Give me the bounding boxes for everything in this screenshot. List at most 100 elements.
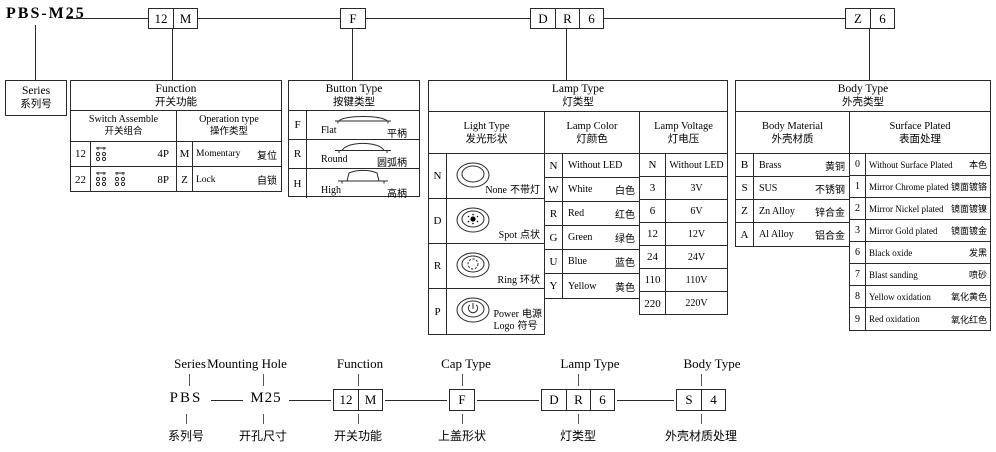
example-code-box-function: 12 M <box>333 389 383 411</box>
surface-row: 0 Without Surface Plated 本色 <box>850 154 990 176</box>
code-cell: 4 <box>701 390 725 410</box>
pointer-tick <box>186 414 187 424</box>
part-number-title: PBS-M25 <box>6 5 86 22</box>
flat-cap-icon <box>335 115 391 123</box>
example-zh-function: 开关功能 <box>333 429 382 443</box>
code-cell: R <box>566 390 590 410</box>
example-zh-series: 系列号 <box>167 429 204 443</box>
button-type-code: F <box>289 111 307 139</box>
lamp-title-zh: 灯类型 <box>562 97 594 108</box>
top-code-box-cap: F <box>340 8 366 29</box>
surface-zh: 发黑 <box>968 248 987 258</box>
surface-en: Yellow oxidation <box>869 291 931 302</box>
lamp-color-column: Lamp Color 灯颜色 N Without LED W White 白色 … <box>544 111 640 299</box>
lamp-color-hdr-zh: 灯颜色 <box>576 133 608 145</box>
light-type-en: None <box>485 184 507 196</box>
code-cell: M <box>358 390 382 410</box>
pointer-tick <box>263 414 264 424</box>
surface-en: Mirror Gold plated <box>869 225 938 236</box>
lamp-color-code: R <box>545 202 563 225</box>
lamp-color-code: W <box>545 178 563 201</box>
assemble-row: 12 4P <box>71 142 176 167</box>
example-label-series: Series <box>174 356 206 371</box>
lamp-voltage-code: 3 <box>640 177 666 199</box>
lamp-spot-icon <box>456 207 490 233</box>
button-type-en: High <box>321 184 341 196</box>
operation-en: Lock <box>196 174 216 185</box>
lamp-color-zh: 白色 <box>615 186 635 197</box>
light-type-hdr-en: Light Type <box>463 120 510 132</box>
surface-plated-column: Surface Plated 表面处理 0 Without Surface Pl… <box>849 111 991 331</box>
pointer-tick <box>578 374 579 386</box>
high-cap-icon <box>338 169 388 183</box>
lamp-voltage-label: 220V <box>685 298 708 309</box>
lamp-voltage-column: Lamp Voltage 灯电压 N Without LED 3 3V 6 6V… <box>639 111 728 315</box>
light-type-en: Power <box>493 309 519 320</box>
example-dash <box>289 400 331 401</box>
code-cell: M <box>173 9 197 28</box>
assemble-label: 8P <box>157 173 169 186</box>
surface-code: 1 <box>850 176 866 197</box>
code-cell: Z <box>854 10 862 26</box>
body-material-zh: 不锈钢 <box>815 184 845 196</box>
body-material-zh: 黄铜 <box>825 161 845 173</box>
surface-en: Mirror Nickel plated <box>869 203 944 214</box>
surface-code: 9 <box>850 308 866 330</box>
lamp-voltage-hdr-en: Lamp Voltage <box>654 120 713 132</box>
operation-zh: 复位 <box>257 150 277 162</box>
lamp-voltage-code: 220 <box>640 292 666 315</box>
surface-zh: 镜面镀铬 <box>950 182 987 192</box>
operation-row: Z Lock 自锁 <box>177 167 281 192</box>
surface-code: 6 <box>850 242 866 263</box>
lamp-voltage-row: 24 24V <box>640 246 727 269</box>
lamp-color-code: G <box>545 226 563 249</box>
surface-hdr-zh: 表面处理 <box>899 133 941 145</box>
example-zh-mounting-hole: 开孔尺寸 <box>238 429 287 443</box>
lamp-voltage-label: 110V <box>685 274 708 286</box>
surface-code: 7 <box>850 264 866 285</box>
series-box: Series 系列号 <box>5 80 67 116</box>
button-type-zh: 圆弧柄 <box>377 158 407 169</box>
button-type-code: H <box>289 169 307 198</box>
body-material-code: A <box>736 223 754 246</box>
light-type-hdr-zh: 发光形状 <box>465 133 508 145</box>
light-type-en: Ring <box>497 274 517 286</box>
lamp-voltage-row: N Without LED <box>640 154 727 177</box>
pointer-tick <box>189 374 190 386</box>
lamp-drop-line <box>566 29 567 80</box>
switch-assemble-hdr-en: Switch Assemble <box>88 114 159 125</box>
surface-row: 2 Mirror Nickel plated 镜面镀镍 <box>850 198 990 220</box>
button-type-zh: 平柄 <box>387 128 407 140</box>
light-type-en: Spot <box>498 229 517 241</box>
light-type-en2: Logo <box>493 320 515 332</box>
pointer-tick <box>701 374 702 386</box>
example-label-body-type: Body Type <box>683 356 741 371</box>
lamp-voltage-code: 110 <box>640 269 666 291</box>
top-code-box-lamp: D R 6 <box>530 8 604 29</box>
button-type-table: Button Type 按键类型 F Flat 平柄 R <box>288 80 420 200</box>
lamp-color-row: Y Yellow 黄色 <box>545 274 639 298</box>
body-title-zh: 外壳类型 <box>842 97 884 108</box>
code-cell: 6 <box>579 9 603 28</box>
lamp-voltage-code: 12 <box>640 223 666 245</box>
surface-code: 0 <box>850 154 866 175</box>
lamp-voltage-label: 24V <box>687 251 706 263</box>
function-table: Function 开关功能 Switch Assemble 开关组合 12 4P <box>70 80 282 192</box>
lamp-voltage-row: 12 12V <box>640 223 727 246</box>
series-drop-line <box>35 25 36 80</box>
switch-assemble-hdr-zh: 开关组合 <box>104 127 143 137</box>
example-dash <box>617 400 674 401</box>
light-type-code: N <box>429 154 447 198</box>
surface-en: Red oxidation <box>869 314 920 324</box>
lamp-color-en: Blue <box>568 256 587 267</box>
surface-en: Without Surface Plated <box>869 159 953 170</box>
lamp-color-zh: 绿色 <box>615 234 635 245</box>
body-material-zh: 铝合金 <box>815 231 845 242</box>
lamp-color-row: G Green 绿色 <box>545 226 639 250</box>
body-material-row: B Brass 黄铜 <box>736 154 849 177</box>
light-type-zh: 环状 <box>520 274 540 286</box>
example-mounting-code: M25 <box>250 390 282 406</box>
surface-en: Blast sanding <box>869 269 918 280</box>
